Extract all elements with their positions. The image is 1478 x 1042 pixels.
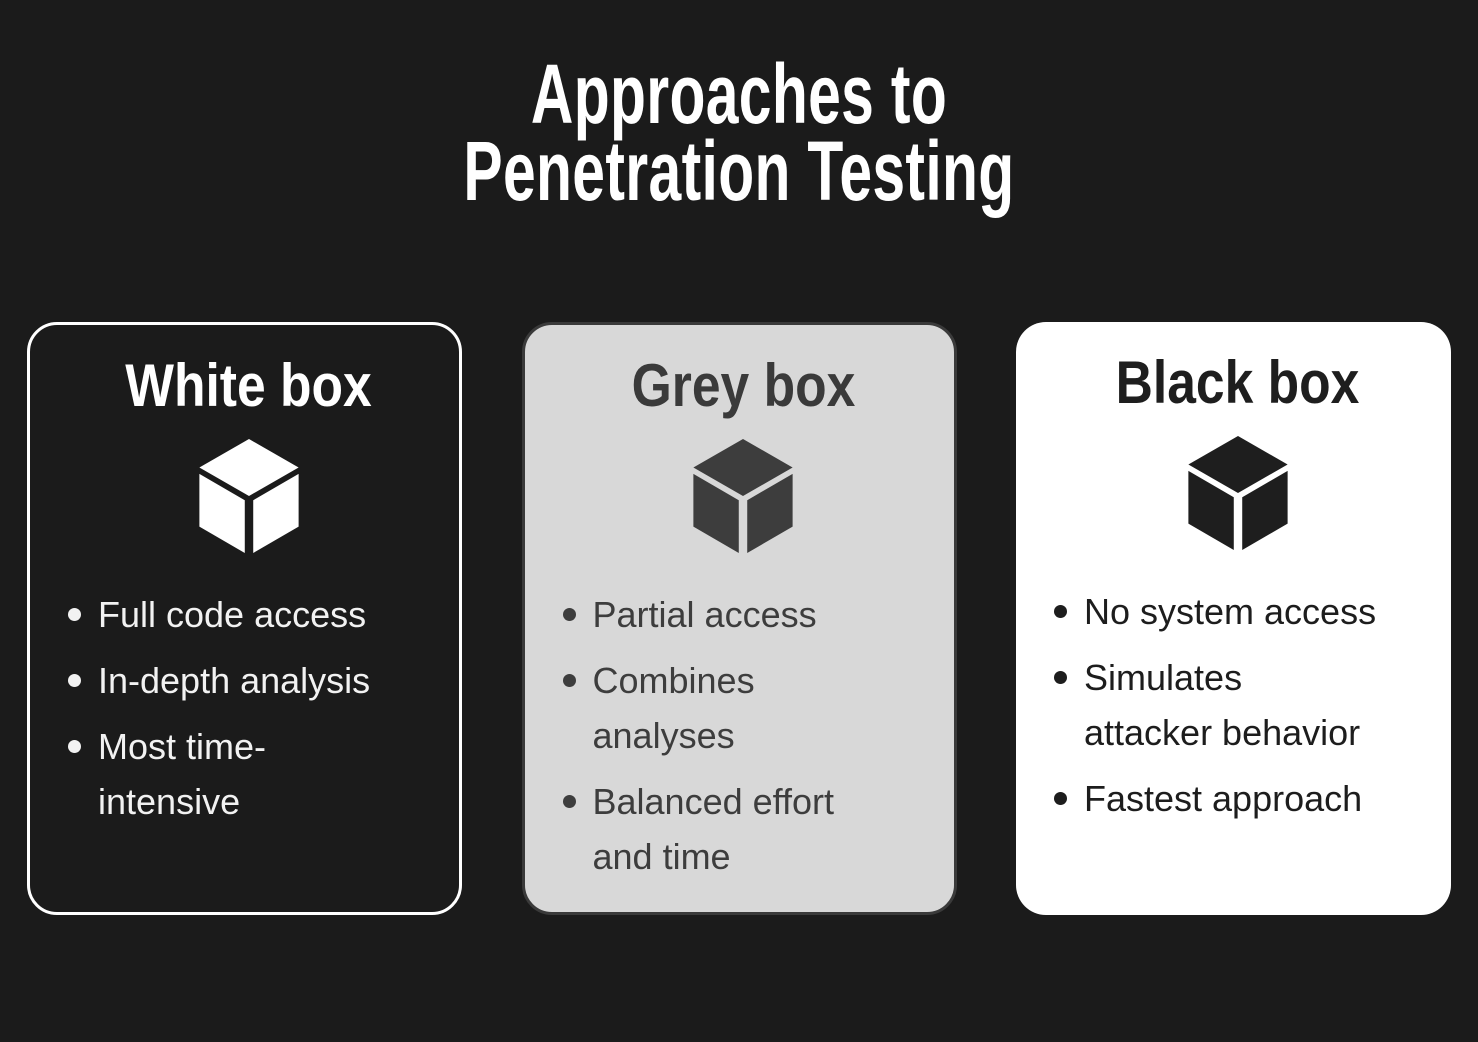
bullet-item: No system access [1054,584,1421,639]
bullet-dot-icon [1054,605,1067,618]
card-title-grey-box: Grey box [631,352,855,419]
bullet-item: Full code access [68,587,429,642]
cube-icon [563,439,924,553]
bullet-text: Simulates attacker behavior [1084,657,1361,753]
bullet-dot-icon [68,740,81,753]
bullet-list: No system access Simulates attacker beha… [1054,584,1421,826]
cube-icon [1054,436,1421,550]
bullet-dot-icon [68,608,81,621]
bullet-dot-icon [562,674,576,687]
bullet-item: Partial access [562,587,924,642]
card-title-white-box: White box [125,352,372,419]
bullet-item: Combines analyses [562,653,924,763]
bullet-text: Balanced effort and time [592,781,835,877]
card-white-box: White box Full code access In-depth anal… [27,322,462,915]
bullet-dot-icon [68,674,81,687]
bullet-text: Most time- intensive [98,726,267,822]
cube-icon [68,439,429,553]
bullet-text: No system access [1084,591,1377,632]
bullet-dot-icon [1054,792,1067,805]
bullet-text: Partial access [592,594,817,635]
bullet-dot-icon [1054,671,1067,684]
bullet-text: In-depth analysis [98,660,371,701]
card-grey-box: Grey box Partial access Combines analyse… [521,322,957,915]
page-title: Approaches to Penetration Testing [463,47,1015,218]
bullet-text: Fastest approach [1084,778,1363,819]
card-black-box: Black box No system access Simulates att… [1016,322,1451,915]
card-title-black-box: Black box [1115,349,1360,416]
bullet-item: Fastest approach [1054,771,1421,826]
bullet-dot-icon [562,608,576,621]
cards-row: White box Full code access In-depth anal… [0,322,1478,915]
bullet-item: Most time- intensive [68,719,429,829]
bullet-text: Combines analyses [592,660,755,756]
bullet-text: Full code access [98,594,367,635]
bullet-list: Full code access In-depth analysis Most … [68,587,429,829]
bullet-list: Partial access Combines analyses Balance… [562,587,924,884]
bullet-item: Balanced effort and time [562,774,924,884]
bullet-dot-icon [562,795,576,808]
bullet-item: In-depth analysis [68,653,429,708]
bullet-item: Simulates attacker behavior [1054,650,1421,760]
